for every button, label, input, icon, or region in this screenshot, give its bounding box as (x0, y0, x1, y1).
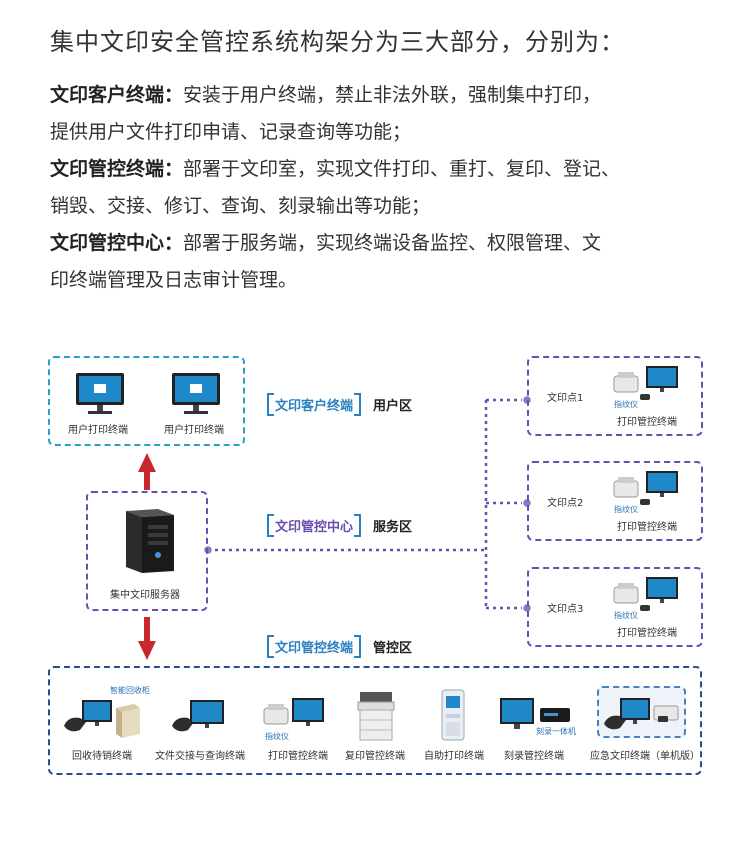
fingerprint-note-2: 指纹仪 (614, 505, 638, 514)
print-point-box-3 (527, 567, 703, 647)
term-control: 文印管控终端： (50, 158, 184, 180)
term-center: 文印管控中心： (50, 232, 184, 254)
device-label-copier: 复印管控终端 (345, 751, 405, 762)
intro-item-center: 文印管控中心：部署于服务端，实现终端设备监控、权限管理、文印终端管理及日志审计管… (50, 225, 710, 299)
zone-control: 管控区 (373, 641, 413, 656)
monitor-icon (76, 373, 124, 414)
desc-center-2: 印终端管理及日志审计管理。 (50, 269, 298, 291)
print-control-icon (263, 698, 324, 726)
printer-station-icon (613, 471, 678, 505)
fingerprint-note-control: 指纹仪 (265, 732, 289, 741)
device-label-handover: 文件交接与查询终端 (155, 751, 245, 762)
print-point-label-2: 打印管控终端 (617, 522, 677, 533)
burner-terminal-icon (500, 698, 570, 729)
user-zone-title: 文印客户终端 用户区 (267, 393, 413, 416)
print-point-name-2: 文印点2 (547, 498, 584, 509)
page-title: 集中文印安全管控系统构架分为三大部分，分别为： (50, 28, 625, 56)
desc-control-1: 部署于文印室，实现文件打印、重打、复印、登记、 (183, 158, 621, 180)
user-zone-box (48, 356, 245, 446)
intro-item-control: 文印管控终端：部署于文印室，实现文件打印、重打、复印、登记、销毁、交接、修订、查… (50, 151, 710, 225)
device-label-burner: 刻录管控终端 (504, 751, 564, 762)
server-zone-box (86, 491, 208, 611)
monitor-icon (172, 373, 220, 414)
handover-terminal-icon (172, 700, 224, 732)
device-label-print-control: 打印管控终端 (268, 751, 328, 762)
recycle-terminal-icon (64, 700, 140, 738)
burner-note: 刻录一体机 (536, 727, 576, 736)
emergency-terminal-icon (604, 698, 679, 730)
printer-station-icon (613, 577, 678, 611)
server-icon (126, 509, 174, 573)
print-point-name-1: 文印点1 (547, 393, 584, 404)
kiosk-icon (441, 689, 465, 741)
control-zone-title: 文印管控终端 管控区 (267, 635, 413, 658)
server-zone-title: 文印管控中心 服务区 (267, 514, 413, 537)
print-point-box-2 (527, 461, 703, 541)
zone-service: 服务区 (373, 520, 413, 535)
desc-client-2: 提供用户文件打印申请、记录查询等功能； (50, 121, 412, 143)
tag-control-terminal: 文印管控终端 (267, 635, 362, 658)
printer-station-icon (613, 366, 678, 400)
print-point-name-3: 文印点3 (547, 604, 584, 615)
device-label-emergency: 应急文印终端（单机版） (590, 751, 700, 762)
intro-item-client: 文印客户终端：安装于用户终端，禁止非法外联，强制集中打印， 提供用户文件打印申请、… (50, 77, 710, 151)
print-point-label-3: 打印管控终端 (617, 628, 677, 639)
intro-section: 集中文印安全管控系统构架分为三大部分，分别为： 文印客户终端：安装于用户终端，禁… (50, 22, 710, 299)
user-terminal-label-1: 用户打印终端 (68, 425, 128, 436)
user-terminal-label-2: 用户打印终端 (164, 425, 224, 436)
print-point-box-1 (527, 356, 703, 436)
tag-client-terminal: 文印客户终端 (267, 393, 362, 416)
print-point-label-1: 打印管控终端 (617, 417, 677, 428)
control-zone-box (48, 666, 702, 775)
zone-user: 用户区 (373, 399, 413, 414)
device-label-recycle: 回收待销终端 (72, 751, 132, 762)
desc-control-2: 销毁、交接、修订、查询、刻录输出等功能； (50, 195, 431, 217)
recycle-cabinet-note: 智能回收柜 (110, 686, 150, 695)
copier-icon (357, 692, 395, 741)
device-label-kiosk: 自助打印终端 (424, 751, 484, 762)
tag-control-center: 文印管控中心 (267, 514, 362, 537)
fingerprint-note-3: 指纹仪 (614, 611, 638, 620)
server-label: 集中文印服务器 (110, 590, 180, 601)
desc-center-1: 部署于服务端，实现终端设备监控、权限管理、文 (183, 232, 602, 254)
term-client: 文印客户终端： (50, 84, 184, 106)
desc-client-1: 安装于用户终端，禁止非法外联，强制集中打印， (183, 84, 602, 106)
fingerprint-note-1: 指纹仪 (614, 400, 638, 409)
